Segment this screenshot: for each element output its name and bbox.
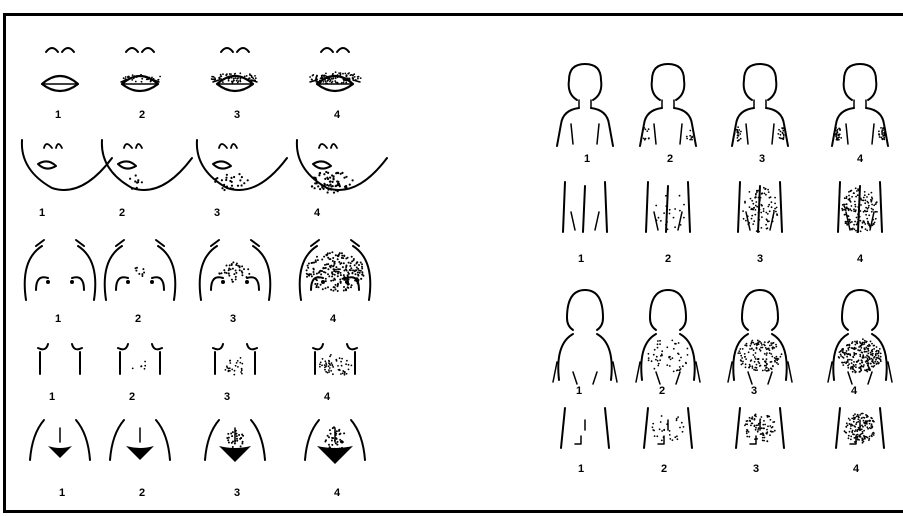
chest-drawing — [25, 240, 96, 300]
upper-lip-drawing — [211, 48, 257, 91]
upper-lip-drawing — [309, 48, 361, 91]
lower-abdomen-drawing — [305, 420, 365, 464]
chin-drawing — [102, 140, 192, 190]
grade-label: 3 — [234, 487, 240, 499]
grade-label: 3 — [230, 313, 236, 325]
grade-label: 2 — [119, 207, 125, 219]
grade-label: 2 — [135, 313, 141, 325]
grade-label: 2 — [667, 153, 673, 165]
thigh-drawing — [838, 182, 882, 233]
grade-label: 2 — [139, 487, 145, 499]
grade-label: 1 — [55, 109, 61, 121]
arm-drawing — [732, 64, 788, 146]
grade-label: 3 — [753, 463, 759, 475]
grade-label: 2 — [659, 385, 665, 397]
grade-label: 1 — [39, 207, 45, 219]
thigh-drawing — [563, 182, 607, 232]
upper-abdomen-drawing — [38, 344, 82, 374]
grade-label: 4 — [857, 253, 864, 265]
grade-label: 1 — [584, 153, 590, 165]
chin-drawing — [22, 140, 112, 190]
lower-back-drawing — [736, 408, 784, 448]
thigh-drawing — [738, 182, 782, 233]
grade-label: 3 — [224, 391, 230, 403]
grade-label: 3 — [751, 385, 757, 397]
grade-label: 3 — [214, 207, 220, 219]
arm-drawing — [640, 64, 696, 146]
lower-back-drawing — [561, 408, 609, 448]
arm-drawing — [832, 64, 888, 146]
grade-label: 2 — [665, 253, 671, 265]
grade-label: 2 — [661, 463, 667, 475]
grade-label: 4 — [330, 313, 337, 325]
grade-label: 2 — [129, 391, 135, 403]
arm-drawing — [557, 64, 613, 146]
grade-label: 4 — [851, 385, 858, 397]
grade-label: 4 — [334, 109, 341, 121]
lower-abdomen-drawing — [205, 420, 265, 462]
upper-back-drawing — [553, 290, 617, 384]
grade-label: 3 — [759, 153, 765, 165]
lower-back-drawing — [644, 408, 692, 448]
upper-back-drawing — [636, 290, 700, 384]
chin-drawing — [297, 140, 387, 194]
grade-label: 4 — [857, 153, 864, 165]
grade-label: 4 — [334, 487, 341, 499]
chest-drawing — [300, 240, 371, 300]
grade-label: 3 — [757, 253, 763, 265]
grade-label: 1 — [576, 385, 582, 397]
grade-label: 2 — [139, 109, 145, 121]
grade-label: 1 — [578, 253, 584, 265]
lower-back-drawing — [836, 408, 884, 448]
upper-lip-drawing — [42, 48, 78, 91]
upper-lip-drawing — [121, 48, 161, 91]
upper-abdomen-drawing — [118, 344, 162, 374]
chest-drawing — [105, 240, 176, 300]
lower-abdomen-drawing — [30, 420, 90, 460]
grade-label: 1 — [49, 391, 55, 403]
chest-drawing — [200, 240, 271, 300]
upper-back-drawing — [828, 290, 892, 384]
upper-abdomen-drawing — [213, 344, 257, 376]
lower-abdomen-drawing — [110, 420, 170, 460]
grade-label: 4 — [314, 207, 321, 219]
grade-label: 1 — [55, 313, 61, 325]
grade-label: 1 — [59, 487, 65, 499]
upper-abdomen-drawing — [313, 344, 357, 376]
grade-label: 4 — [853, 463, 860, 475]
chin-drawing — [197, 140, 287, 191]
grade-label: 1 — [578, 463, 584, 475]
upper-back-drawing — [728, 290, 792, 384]
grade-label: 3 — [234, 109, 240, 121]
grade-label: 4 — [324, 391, 331, 403]
thigh-drawing — [646, 182, 690, 232]
